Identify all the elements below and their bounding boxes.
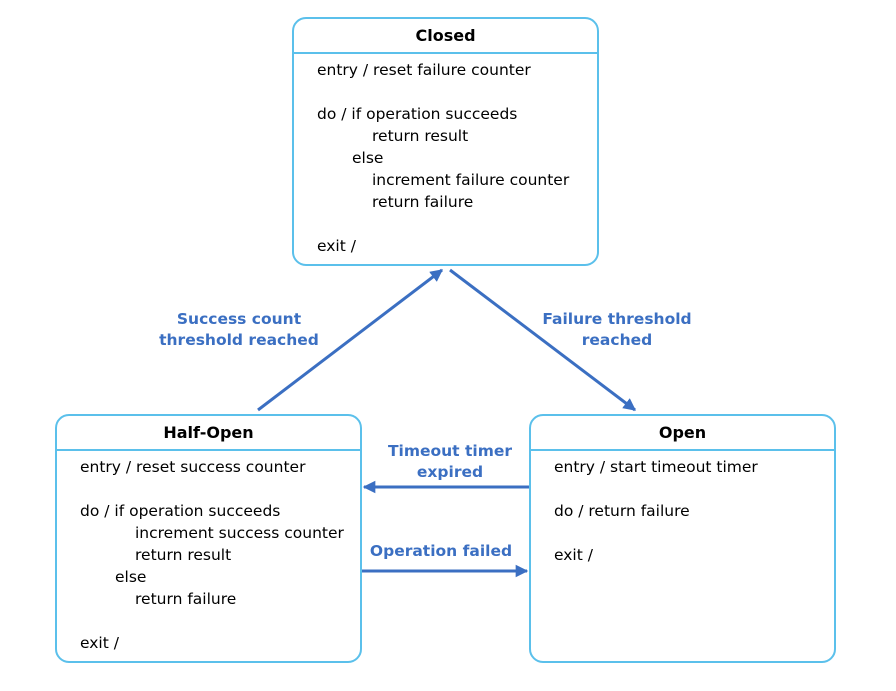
do-failure-action: increment failure counter [372,171,570,189]
do-action: do / return failure [554,502,690,520]
label-line: reached [581,331,653,349]
state-half-open: Half-Open entry / reset success counter … [55,414,362,663]
state-body-half-open: entry / reset success counter do / if op… [80,456,354,654]
else-branch: else [352,149,384,167]
state-open: Open entry / start timeout timer do / re… [529,414,836,663]
label-success-threshold: Success count threshold reached [150,309,328,351]
do-success-action: increment success counter [135,524,344,542]
state-divider [294,52,597,54]
state-title-open: Open [658,423,707,442]
blank-line [554,478,828,500]
arrow-closed-to-open [449,268,637,412]
state-body-closed: entry / reset failure counter do / if op… [317,59,591,257]
state-divider [57,449,360,451]
exit-action: exit / [554,546,593,564]
label-failure-threshold: Failure threshold reached [533,309,701,351]
entry-action: entry / reset success counter [80,458,306,476]
blank-line [80,478,354,500]
state-title-half-open: Half-Open [163,423,254,442]
exit-action: exit / [80,634,119,652]
label-operation-failed: Operation failed [358,541,524,562]
label-line: Failure threshold [542,310,692,328]
blank-line [317,81,591,103]
state-body-open: entry / start timeout timer do / return … [554,456,828,566]
blank-line [80,610,354,632]
do-success-action: return result [372,127,469,145]
do-action: do / if operation succeeds [80,502,281,520]
do-failure-action: return failure [135,590,237,608]
label-line: Timeout timer [387,442,513,460]
arrow-half-open-to-closed [257,268,444,412]
label-line: threshold reached [159,331,319,349]
state-closed: Closed entry / reset failure counter do … [292,17,599,266]
entry-action: entry / start timeout timer [554,458,758,476]
state-title-closed: Closed [415,26,476,45]
label-line: expired [416,463,484,481]
entry-action: entry / reset failure counter [317,61,531,79]
exit-action: exit / [317,237,356,255]
blank-line [317,213,591,235]
do-failure-action: return failure [372,193,474,211]
label-line: Operation failed [369,542,513,560]
do-success-action: return result [135,546,232,564]
state-divider [531,449,834,451]
blank-line [554,522,828,544]
else-branch: else [115,568,147,586]
do-action: do / if operation succeeds [317,105,518,123]
label-line: Success count [176,310,302,328]
label-timeout-expired: Timeout timer expired [375,441,525,483]
